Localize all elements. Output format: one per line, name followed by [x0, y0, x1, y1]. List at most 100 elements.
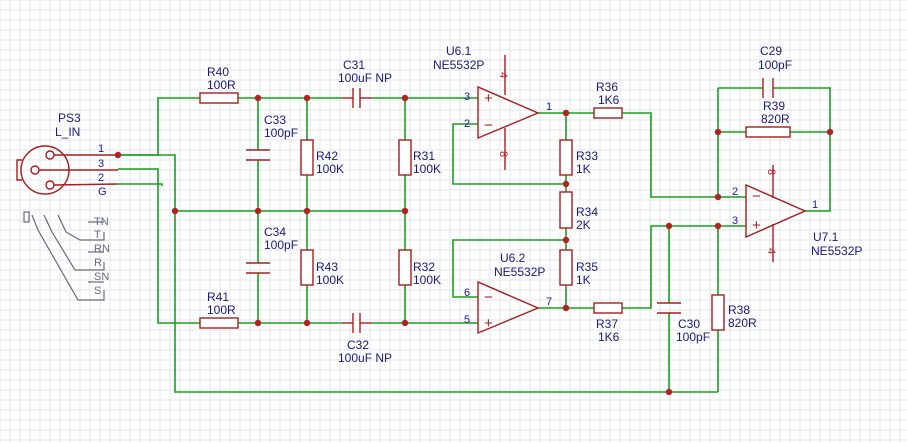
svg-text:100pF: 100pF — [676, 330, 710, 344]
jack-pin-r: R — [94, 257, 102, 269]
svg-text:7: 7 — [546, 296, 552, 308]
resistor-r32: R32 100K — [398, 249, 441, 287]
svg-text:1K: 1K — [576, 273, 591, 287]
svg-text:820R: 820R — [761, 112, 790, 126]
svg-text:R42: R42 — [316, 149, 338, 163]
connector-pin-3: 3 — [98, 158, 104, 170]
opamp-u62: − + 6 5 7 U6.2 NE5532P — [464, 251, 552, 335]
svg-text:C30: C30 — [678, 317, 700, 331]
svg-text:R43: R43 — [316, 260, 338, 274]
jack-pin-sn: SN — [94, 271, 109, 283]
opamp-u71: − + 2 3 1 8 4 U7.1 NE5532P — [732, 165, 862, 262]
svg-text:−: − — [484, 289, 493, 306]
svg-text:3: 3 — [732, 215, 738, 227]
opamp-u61: + − 3 2 1 4 8 U6.1 NE5532P — [433, 44, 552, 170]
resistor-r34: R34 2K — [559, 191, 598, 232]
capacitor-c31: C31 100uF NP — [338, 58, 392, 108]
resistor-r35: R35 1K — [559, 249, 598, 287]
capacitor-c30: C30 100pF — [657, 302, 710, 344]
svg-text:U6.2: U6.2 — [500, 251, 526, 265]
resistor-r33: R33 1K — [559, 139, 598, 176]
svg-text:820R: 820R — [728, 316, 757, 330]
svg-text:1K6: 1K6 — [598, 93, 620, 107]
svg-text:R36: R36 — [596, 80, 618, 94]
svg-text:100uF NP: 100uF NP — [338, 71, 392, 85]
svg-text:8: 8 — [765, 169, 777, 175]
resistor-r37: R37 1K6 — [593, 302, 623, 344]
svg-text:4: 4 — [497, 72, 509, 78]
svg-text:100pF: 100pF — [758, 58, 792, 72]
svg-text:+: + — [484, 90, 493, 107]
resistor-r42: R42 100K — [300, 139, 344, 176]
svg-text:100R: 100R — [207, 78, 236, 92]
svg-text:R38: R38 — [728, 303, 750, 317]
svg-text:100K: 100K — [316, 162, 344, 176]
svg-text:R35: R35 — [576, 260, 598, 274]
svg-text:100K: 100K — [413, 162, 441, 176]
svg-text:R33: R33 — [576, 149, 598, 163]
junction-dots — [114, 94, 834, 396]
xlr-connector-ps3: PS3 L_IN 1 3 2 G — [16, 111, 119, 198]
resistor-r36: R36 1K6 — [593, 80, 623, 119]
svg-text:4: 4 — [765, 248, 777, 254]
svg-text:6: 6 — [464, 287, 470, 299]
svg-text:8: 8 — [497, 151, 509, 157]
resistor-r40: R40 100R — [199, 65, 239, 104]
svg-text:R31: R31 — [413, 149, 435, 163]
connector-pin-g: G — [98, 186, 107, 198]
svg-text:1: 1 — [812, 199, 818, 211]
resistor-r41: R41 100R — [199, 290, 239, 329]
svg-text:−: − — [752, 188, 761, 205]
resistor-r38: R38 820R — [711, 294, 757, 331]
svg-text:NE5532P: NE5532P — [494, 265, 545, 279]
svg-text:C31: C31 — [343, 58, 365, 72]
svg-text:100R: 100R — [207, 303, 236, 317]
svg-text:C29: C29 — [760, 44, 782, 58]
svg-text:NE5532P: NE5532P — [433, 58, 484, 72]
svg-text:100K: 100K — [316, 273, 344, 287]
svg-text:100pF: 100pF — [264, 238, 298, 252]
svg-text:+: + — [484, 315, 493, 332]
connector-pin-2: 2 — [98, 172, 104, 184]
svg-text:2: 2 — [732, 186, 738, 198]
capacitor-c33: C33 100pF — [246, 113, 298, 161]
svg-text:C34: C34 — [264, 225, 286, 239]
svg-text:C33: C33 — [264, 113, 286, 127]
svg-text:R40: R40 — [207, 65, 229, 79]
svg-text:U7.1: U7.1 — [813, 230, 839, 244]
svg-text:R34: R34 — [576, 205, 598, 219]
jack-pin-tn: TN — [94, 216, 109, 228]
svg-text:2: 2 — [464, 118, 470, 130]
connector-name: L_IN — [55, 125, 80, 139]
svg-text:R39: R39 — [763, 99, 785, 113]
connector-pin-1: 1 — [98, 143, 104, 155]
resistor-r39: R39 820R — [745, 99, 791, 138]
svg-text:U6.1: U6.1 — [446, 44, 472, 58]
svg-text:2K: 2K — [576, 218, 591, 232]
svg-text:NE5532P: NE5532P — [811, 244, 862, 258]
svg-text:1: 1 — [546, 101, 552, 113]
capacitor-c29: C29 100pF — [758, 44, 792, 98]
resistor-r43: R43 100K — [300, 249, 344, 287]
jack-pin-s: S — [94, 285, 101, 297]
svg-text:R41: R41 — [207, 290, 229, 304]
svg-text:+: + — [752, 217, 761, 234]
resistor-r31: R31 100K — [398, 139, 441, 176]
wires — [118, 87, 831, 393]
svg-text:C32: C32 — [347, 338, 369, 352]
svg-text:100pF: 100pF — [264, 126, 298, 140]
svg-text:1K6: 1K6 — [598, 330, 620, 344]
svg-text:3: 3 — [464, 91, 470, 103]
svg-text:5: 5 — [464, 314, 470, 326]
connector-ref: PS3 — [58, 111, 81, 125]
svg-text:R37: R37 — [596, 317, 618, 331]
jack-switch-symbol: TN T RN R SN S — [23, 211, 110, 301]
svg-text:100K: 100K — [413, 273, 441, 287]
capacitor-c34: C34 100pF — [246, 225, 298, 274]
svg-text:R32: R32 — [413, 260, 435, 274]
svg-text:100uF NP: 100uF NP — [338, 351, 392, 365]
svg-text:−: − — [484, 117, 493, 134]
jack-pin-rn: RN — [94, 243, 110, 255]
